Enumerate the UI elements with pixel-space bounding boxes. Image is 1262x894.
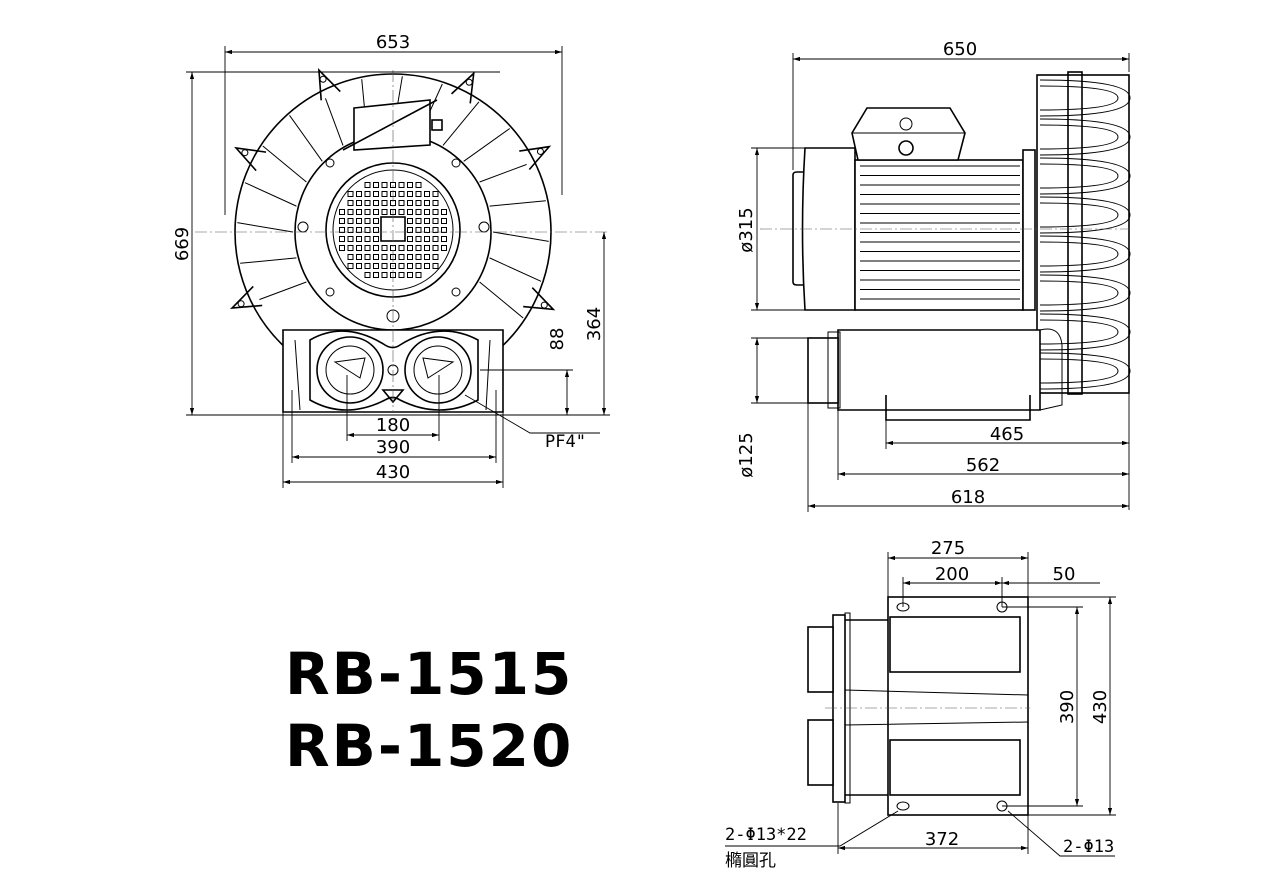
dim-50: 50 bbox=[1053, 564, 1076, 585]
dim-430-front: 430 bbox=[376, 462, 410, 483]
dim-372: 372 bbox=[925, 829, 959, 850]
dim-390-front: 390 bbox=[376, 437, 410, 458]
dim-669: 669 bbox=[172, 227, 193, 261]
bottom-view: 275 200 50 390 430 372 2-Φ13*22 橢圓孔 2-Φ1… bbox=[725, 538, 1116, 871]
dim-200: 200 bbox=[935, 564, 969, 585]
round-hole-label: 2-Φ13 bbox=[1063, 837, 1114, 857]
front-view: 653 669 364 88 180 390 430 PF4" bbox=[172, 32, 610, 488]
bottom-base-outline bbox=[887, 596, 1029, 816]
motor-cooling-fins bbox=[860, 165, 1020, 300]
slot-hole-desc: 橢圓孔 bbox=[725, 851, 776, 871]
inlet-port bbox=[316, 336, 384, 404]
dim-562: 562 bbox=[966, 455, 1000, 476]
blower-housing bbox=[1036, 74, 1130, 394]
slot-hole-label: 2-Φ13*22 bbox=[725, 825, 807, 845]
terminal-box bbox=[353, 99, 431, 151]
blower-housing-ribs bbox=[1039, 79, 1131, 390]
dim-650: 650 bbox=[943, 39, 977, 60]
dim-465: 465 bbox=[990, 424, 1024, 445]
port-thread-label: PF4" bbox=[545, 432, 586, 452]
model-name-2: RB-1520 bbox=[285, 712, 573, 780]
dim-618: 618 bbox=[951, 487, 985, 508]
dim-275: 275 bbox=[931, 538, 965, 559]
model-name-1: RB-1515 bbox=[285, 640, 573, 708]
dim-653: 653 bbox=[376, 32, 410, 53]
dim-180: 180 bbox=[376, 415, 410, 436]
side-terminal-box bbox=[851, 107, 966, 161]
side-view: 650 ø315 ø125 465 562 618 bbox=[736, 39, 1131, 512]
dim-88: 88 bbox=[547, 328, 568, 351]
impeller-housing-blades bbox=[229, 68, 556, 319]
dim-dia-315: ø315 bbox=[736, 207, 757, 252]
dim-430-bottom: 430 bbox=[1090, 690, 1111, 724]
dim-364: 364 bbox=[584, 307, 605, 341]
dim-390-bottom: 390 bbox=[1057, 690, 1078, 724]
motor-body bbox=[854, 159, 1024, 311]
slot-hole-bottom bbox=[896, 801, 910, 811]
side-base bbox=[837, 329, 1041, 411]
motor-vent-grid bbox=[339, 182, 447, 278]
outlet-port bbox=[404, 336, 472, 404]
dim-dia-125: ø125 bbox=[736, 432, 757, 477]
